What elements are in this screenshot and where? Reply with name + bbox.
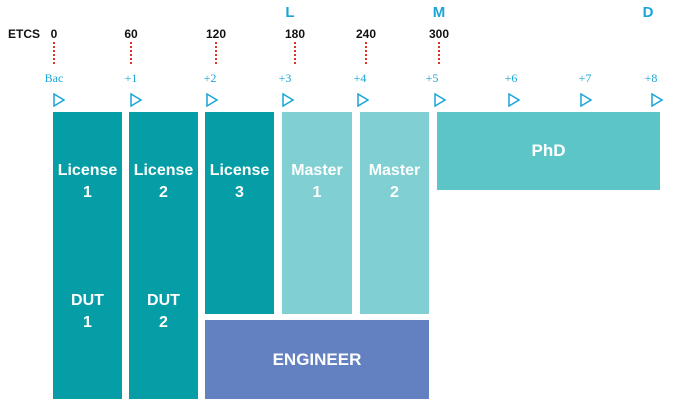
phd-label: PhD	[531, 141, 566, 160]
master2-block: Master 2	[360, 112, 429, 314]
triangle-right-icon	[206, 93, 219, 107]
master2-number: 2	[390, 184, 399, 201]
master1-title: Master	[291, 162, 343, 179]
dut2-block: DUT 2	[147, 290, 180, 334]
license2-block: License 2	[134, 160, 194, 204]
etcs-dotted-line	[53, 42, 55, 64]
etcs-label: ETCS	[8, 27, 41, 41]
triangle-right-icon	[508, 93, 521, 107]
etcs-dotted-line	[294, 42, 296, 64]
etcs-dotted-line	[438, 42, 440, 64]
year-label-bac: Bac	[44, 71, 64, 85]
engineer-block: ENGINEER	[205, 320, 429, 399]
etcs-value-300: 300	[428, 27, 450, 41]
triangle-right-icon	[434, 93, 447, 107]
license3-block: License 3	[205, 112, 274, 314]
lmd-label-d: D	[642, 4, 654, 21]
etcs-dotted-line	[215, 42, 217, 64]
dut1-block: DUT 1	[71, 290, 104, 334]
year-label-1: +1	[124, 71, 138, 85]
etcs-value-180: 180	[284, 27, 306, 41]
dut1-title: DUT	[71, 292, 104, 309]
master2-title: Master	[368, 162, 421, 179]
triangle-right-icon	[651, 93, 664, 107]
master1-number: 1	[312, 184, 322, 201]
lmd-label-l: L	[285, 4, 295, 21]
etcs-value-240: 240	[355, 27, 377, 41]
dut2-number: 2	[159, 314, 168, 331]
phd-block: PhD	[437, 112, 660, 190]
engineer-label: ENGINEER	[272, 349, 362, 369]
dut2-title: DUT	[147, 292, 180, 309]
license1-number: 1	[83, 184, 92, 201]
license2-title: License	[133, 162, 194, 179]
license2-number: 2	[159, 184, 168, 201]
triangle-right-icon	[53, 93, 66, 107]
year-label-7: +7	[578, 71, 592, 85]
triangle-right-icon	[580, 93, 593, 107]
year2-column: License 2 DUT 2	[129, 112, 198, 399]
year-label-2: +2	[203, 71, 217, 85]
lmd-label-m: M	[432, 4, 446, 21]
triangle-right-icon	[282, 93, 295, 107]
year-label-4: +4	[353, 71, 367, 85]
etcs-dotted-line	[130, 42, 132, 64]
triangle-right-icon	[357, 93, 370, 107]
dut1-number: 1	[83, 314, 92, 331]
year-label-6: +6	[504, 71, 518, 85]
year1-column: License 1 DUT 1	[53, 112, 122, 399]
etcs-value-120: 120	[205, 27, 227, 41]
etcs-dotted-line	[365, 42, 367, 64]
master1-block: Master 1	[282, 112, 352, 314]
etcs-value-60: 60	[124, 27, 138, 41]
etcs-value-0: 0	[50, 27, 58, 41]
year-label-3: +3	[278, 71, 292, 85]
year-label-8: +8	[644, 71, 658, 85]
triangle-right-icon	[130, 93, 143, 107]
license1-title: License	[57, 162, 118, 179]
license3-number: 3	[235, 184, 244, 201]
license1-block: License 1	[58, 160, 118, 204]
year-label-5: +5	[425, 71, 439, 85]
license3-title: License	[209, 162, 270, 179]
